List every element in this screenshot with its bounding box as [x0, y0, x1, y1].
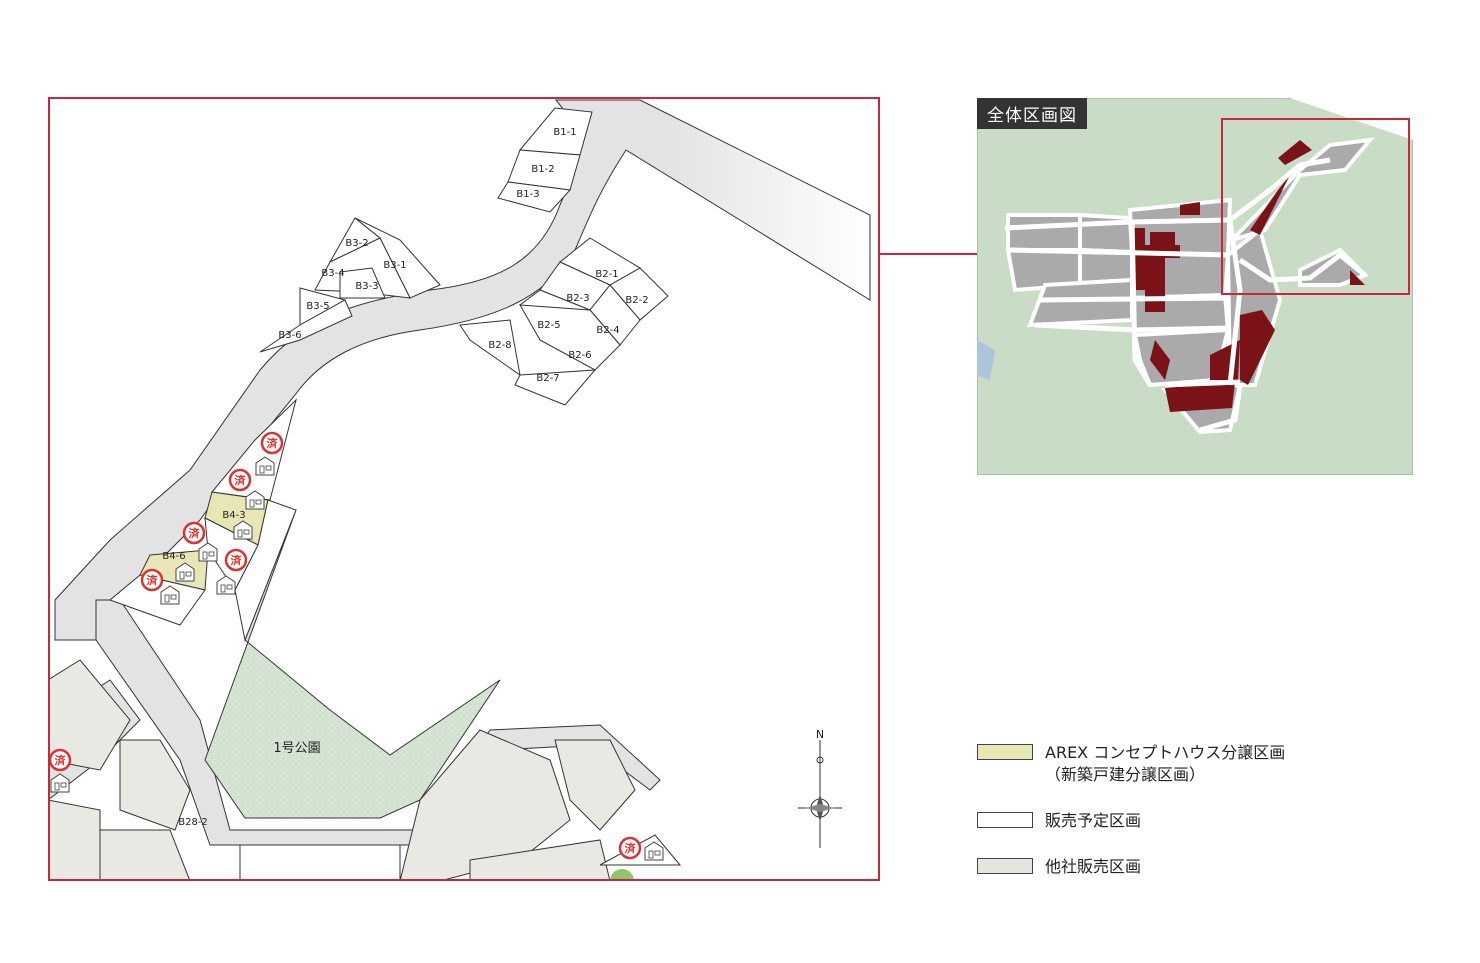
park-1 — [204, 509, 501, 819]
lot-label: B2-1 — [595, 269, 618, 280]
sold-badge-text: 済 — [55, 753, 67, 767]
lot-label: B4-3 — [222, 510, 245, 521]
house-icon — [255, 456, 275, 476]
sold-badge — [224, 548, 248, 572]
lot-label: B3-6 — [278, 330, 301, 341]
sold-badge — [228, 468, 252, 492]
sold-badge-text: 済 — [189, 526, 201, 540]
lot-label: B3-1 — [383, 260, 406, 271]
house-icon — [50, 773, 70, 793]
main-site-map: B1-1 B1-2 B1-3 B3-2 B3-1 B3-4 B3-3 B3-5 … — [48, 97, 880, 881]
legend-other: 他社販売区画 — [977, 856, 1141, 878]
lot-label: B1-2 — [531, 164, 554, 175]
lot-label: B3-3 — [355, 281, 378, 292]
sold-badge — [618, 836, 642, 860]
house-icon — [175, 562, 195, 582]
sold-badge-text: 済 — [147, 573, 159, 587]
lot-label: B4-6 — [162, 551, 185, 562]
house-icon — [233, 520, 253, 540]
lot-label: B2-5 — [537, 320, 560, 331]
house-icon — [644, 841, 664, 861]
sold-badge-text: 済 — [625, 841, 637, 855]
legend-label: 他社販売区画 — [1045, 857, 1142, 876]
lot-label: B3-5 — [306, 301, 329, 312]
lot-label: B2-3 — [566, 293, 589, 304]
overview-focus-frame — [1221, 118, 1410, 295]
park-label: 1号公園 — [273, 741, 320, 756]
sold-badge-text: 済 — [235, 473, 247, 487]
house-icon — [160, 585, 180, 605]
lot-label: B3-2 — [345, 238, 368, 249]
legend-planned: 販売予定区画 — [977, 810, 1141, 832]
sold-badge-text: 済 — [231, 553, 243, 567]
sold-badge — [140, 568, 164, 592]
lot-label: B2-8 — [488, 340, 511, 351]
legend-arex: AREX コンセプトハウス分譲区画 （新築戸建分譲区画） — [977, 742, 1285, 786]
legend-label: AREX コンセプトハウス分譲区画 — [1045, 743, 1286, 762]
lot-label: B2-6 — [568, 350, 591, 361]
sold-badge-text: 済 — [267, 436, 279, 450]
overview-title: 全体区画図 — [977, 98, 1087, 129]
lot-label: B1-3 — [516, 189, 539, 200]
overview-map — [977, 98, 1413, 475]
legend-swatch-arex — [977, 744, 1033, 760]
sold-badge — [260, 431, 284, 455]
legend-swatch-other — [977, 858, 1033, 874]
lot-label: B1-1 — [553, 127, 576, 138]
compass-north: N — [816, 728, 824, 741]
legend-sublabel: （新築戸建分譲区画） — [1045, 765, 1206, 784]
lot-label: B28-2 — [178, 817, 208, 828]
legend-label: 販売予定区画 — [1045, 811, 1142, 830]
lot-label: B2-2 — [625, 295, 648, 306]
house-icon — [245, 490, 265, 510]
lot-label: B2-7 — [536, 373, 559, 384]
lot-label: B2-4 — [596, 325, 619, 336]
lot-label: B3-4 — [321, 268, 344, 279]
house-icon — [198, 542, 218, 562]
house-icon — [216, 575, 236, 595]
compass-icon: N — [798, 728, 842, 848]
sold-badge — [182, 521, 206, 545]
legend-swatch-planned — [977, 812, 1033, 828]
